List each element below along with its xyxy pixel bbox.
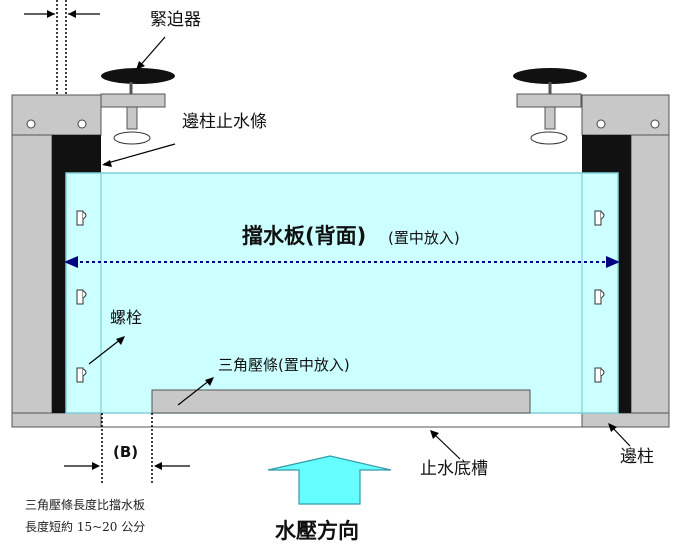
bolt-label: 螺栓 bbox=[110, 308, 142, 327]
bolt-icon bbox=[594, 289, 605, 305]
bottom-groove bbox=[100, 412, 583, 428]
b-dimension-label: (B) bbox=[113, 443, 138, 461]
b-dimension bbox=[64, 413, 190, 484]
note-line-2: 長度短約 15~20 公分 bbox=[25, 519, 145, 534]
triangle-pressure-strip bbox=[151, 389, 531, 414]
side-seal-label: 邊柱止水條 bbox=[182, 112, 267, 132]
bolts bbox=[76, 210, 605, 383]
side-seals bbox=[52, 135, 631, 413]
flood-board bbox=[65, 172, 619, 414]
board-title: 擋水板(背面) bbox=[242, 224, 366, 248]
bolt-icon bbox=[76, 210, 87, 226]
water-pressure-arrow-icon bbox=[267, 455, 392, 505]
right-clamp-icon bbox=[513, 68, 587, 145]
board-note: (置中放入) bbox=[388, 229, 460, 247]
side-post-label: 邊柱 bbox=[620, 447, 654, 467]
bolt-icon bbox=[76, 289, 87, 305]
bolt-icon bbox=[594, 210, 605, 226]
bolt-icon bbox=[76, 367, 87, 383]
leader-arrows bbox=[88, 36, 631, 460]
bolt-icon bbox=[594, 367, 605, 383]
board-width-dimension bbox=[64, 256, 620, 268]
water-direction-label: 水壓方向 bbox=[275, 519, 359, 543]
bottom-groove-label: 止水底槽 bbox=[420, 459, 488, 479]
left-clamp-icon bbox=[100, 68, 175, 145]
clamp-label: 緊迫器 bbox=[150, 10, 201, 30]
triangle-strip-label: 三角壓條(置中放入) bbox=[218, 356, 350, 374]
note-line-1: 三角壓條長度比擋水板 bbox=[25, 497, 145, 512]
left-side-post bbox=[11, 94, 102, 428]
